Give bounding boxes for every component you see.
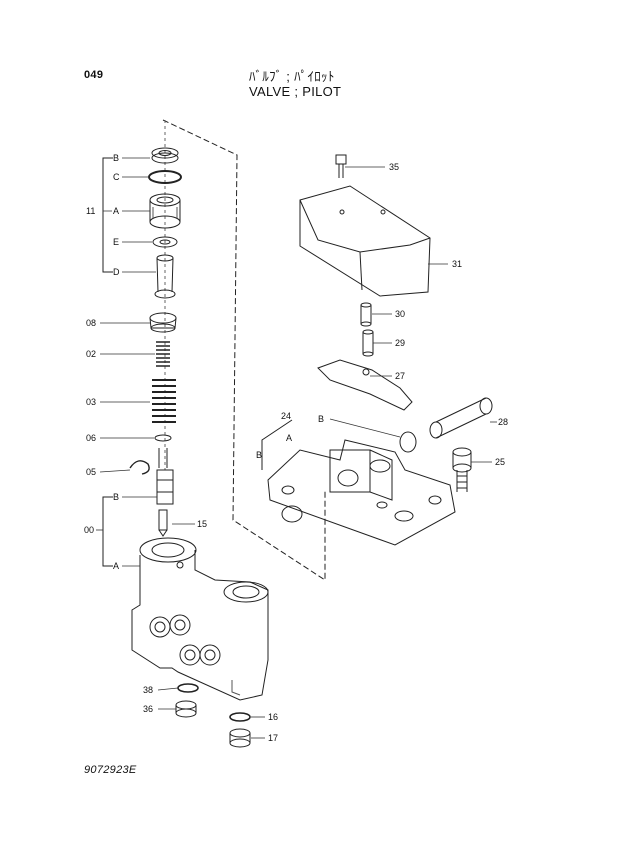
callout-A-right: A (286, 433, 292, 443)
callout-15: 15 (197, 519, 207, 529)
part-27-cam (317, 359, 413, 411)
bracket-11 (102, 157, 113, 273)
callout-36: 36 (143, 704, 153, 714)
part-02-inner-spring (156, 341, 170, 367)
callout-D: D (113, 267, 120, 277)
part-15-plunger (158, 509, 168, 537)
callout-29: 29 (395, 338, 405, 348)
page-number: 049 (84, 69, 104, 81)
part-30-pin (360, 302, 372, 327)
callout-28: 28 (498, 417, 508, 427)
part-16-oring (229, 712, 251, 722)
callout-16: 16 (268, 712, 278, 722)
assembly-guide-line (162, 119, 326, 581)
title-japanese: ﾊﾞﾙﾌﾞ ; ﾊﾟｲﾛｯﾄ (249, 69, 335, 84)
callout-27: 27 (395, 371, 405, 381)
callout-A-bot: A (113, 561, 119, 571)
valve-body (131, 537, 269, 701)
callout-35: 35 (389, 162, 399, 172)
title-english: VALVE ; PILOT (249, 84, 342, 99)
part-36-plug (175, 700, 197, 718)
part-E-washer (152, 236, 178, 248)
part-C-oring (148, 170, 182, 184)
part-25-bolt (452, 447, 472, 492)
callout-B-mid: B (113, 492, 119, 502)
drawing-code: 9072923E (84, 764, 137, 776)
part-D-pin (154, 254, 176, 299)
bracket-00 (102, 496, 113, 567)
part-31-cover (299, 185, 431, 297)
leader-lines (96, 157, 497, 739)
callout-05: 05 (86, 467, 96, 477)
part-05-clip (129, 460, 150, 475)
part-B-spool (156, 448, 174, 505)
bracket-24 (261, 419, 293, 470)
callout-06: 06 (86, 433, 96, 443)
callout-30: 30 (395, 309, 405, 319)
part-35-screw (335, 154, 347, 178)
part-29-pin (362, 329, 374, 357)
part-28-shaft (399, 397, 493, 453)
callout-E: E (113, 237, 119, 247)
part-24-base-plate (267, 439, 456, 546)
callout-31: 31 (452, 259, 462, 269)
part-08-spring-seat (149, 312, 177, 333)
callout-B-right-1: B (318, 414, 324, 424)
callout-17: 17 (268, 733, 278, 743)
part-06-washer (154, 434, 172, 442)
callout-C: C (113, 172, 120, 182)
part-17-plug (229, 728, 251, 748)
callout-24: 24 (281, 411, 291, 421)
callout-03: 03 (86, 397, 96, 407)
callout-02: 02 (86, 349, 96, 359)
callout-B-right-2: B (256, 450, 262, 460)
callout-A-top: A (113, 206, 119, 216)
part-03-outer-spring (152, 379, 176, 423)
part-38-oring (177, 683, 199, 693)
callout-08: 08 (86, 318, 96, 328)
callout-25: 25 (495, 457, 505, 467)
part-A-bushing (149, 193, 181, 229)
callout-11: 11 (86, 206, 95, 216)
callout-B-top: B (113, 153, 119, 163)
callout-38: 38 (143, 685, 153, 695)
callout-00: 00 (84, 525, 94, 535)
part-B-ring-top (151, 147, 179, 164)
